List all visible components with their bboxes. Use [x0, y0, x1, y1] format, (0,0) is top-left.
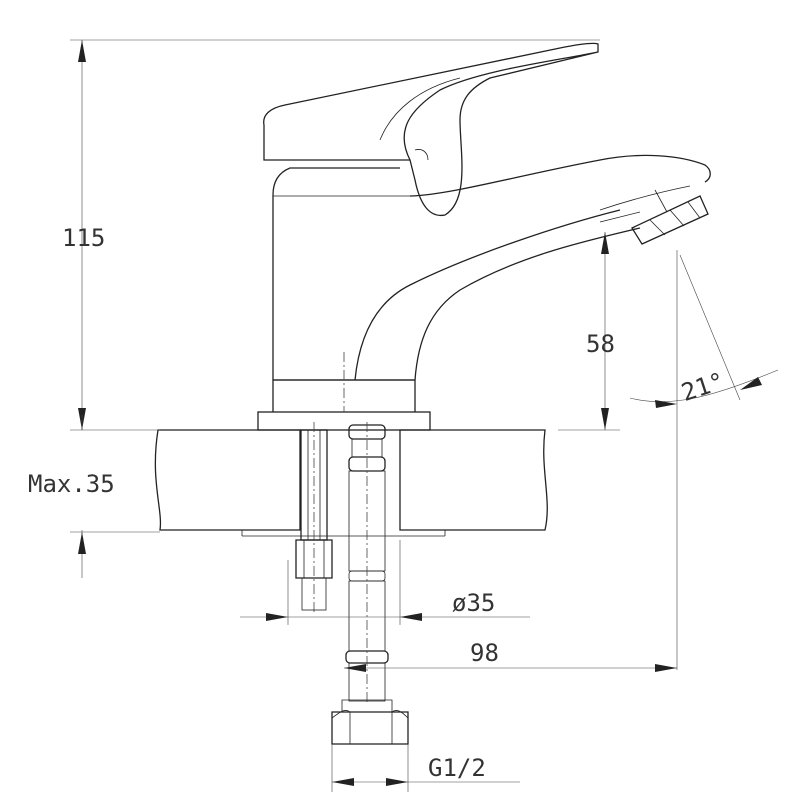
dim-thread: G1/2	[331, 744, 520, 792]
dim-max-thickness: Max.35	[28, 415, 160, 578]
dim-spout-angle: 21°	[629, 250, 779, 670]
dim-hole-diameter-label: ø35	[452, 589, 495, 617]
countertop-section	[154, 429, 548, 537]
dim-hole-diameter: ø35	[240, 540, 530, 625]
dim-spout-angle-label: 21°	[678, 367, 728, 407]
dim-spout-reach-label: 98	[470, 639, 499, 667]
lever-handle	[263, 42, 599, 217]
faucet-body	[257, 154, 711, 431]
braided-hose	[331, 422, 409, 745]
mounting-stud	[295, 422, 333, 612]
dim-total-height: 115	[62, 39, 600, 430]
dim-max-thickness-label: Max.35	[28, 470, 115, 498]
dim-total-height-label: 115	[62, 224, 105, 252]
dim-thread-label: G1/2	[428, 754, 486, 782]
dim-spout-height-label: 58	[586, 330, 615, 358]
dim-spout-height: 58	[558, 232, 620, 431]
dim-spout-reach: 98	[344, 639, 677, 672]
